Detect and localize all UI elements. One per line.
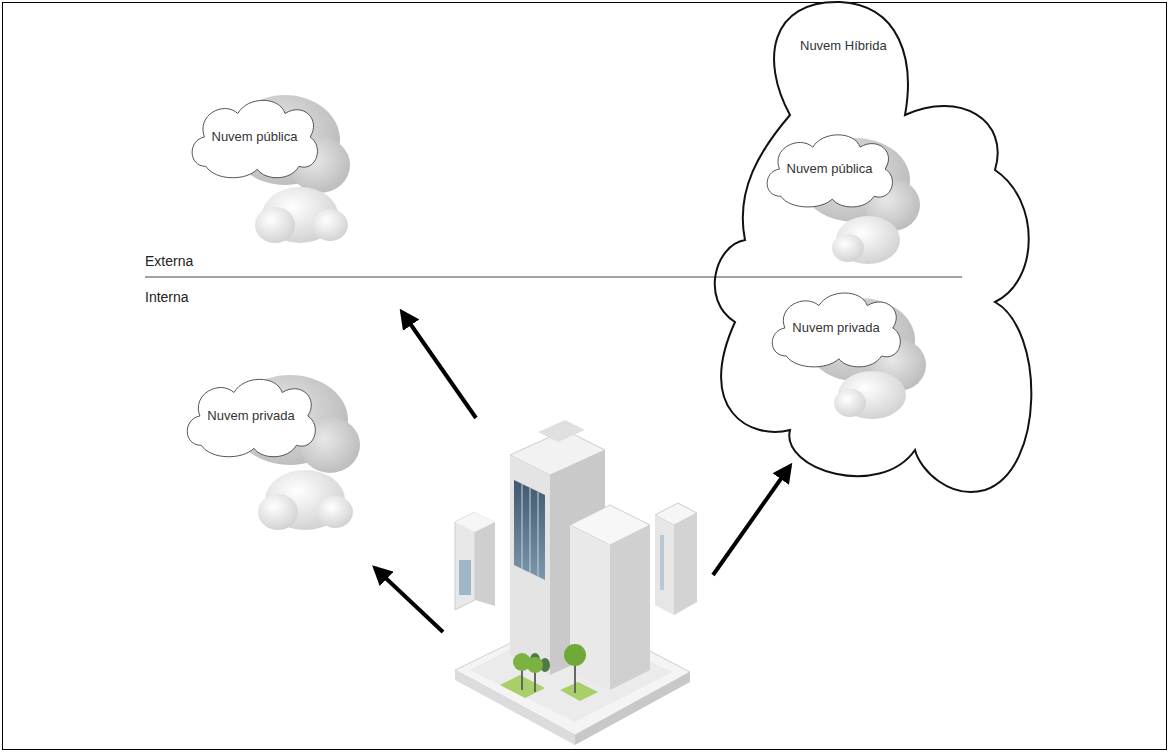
cloud-node: Nuvem pública	[185, 93, 324, 181]
hybrid-cloud: Nuvem HíbridaNuvem públicaNuvem privada	[700, 0, 1045, 500]
hybrid-cloud-outline	[700, 0, 1045, 500]
cloud-label: Nuvem pública	[787, 161, 873, 177]
region-label: Externa	[145, 253, 193, 269]
cloud-label: Nuvem privada	[792, 320, 879, 336]
cloud-label: Nuvem Híbrida	[800, 38, 887, 54]
region-label: Interna	[145, 289, 189, 305]
divider-line	[145, 276, 962, 277]
cloud-node: Nuvem privada	[180, 372, 322, 460]
cloud-label: Nuvem privada	[207, 408, 294, 424]
cloud-label: Nuvem pública	[212, 129, 298, 145]
cloud-node: Nuvem pública	[760, 128, 899, 210]
cloud-node: Nuvem privada	[765, 286, 907, 370]
building	[455, 420, 697, 745]
